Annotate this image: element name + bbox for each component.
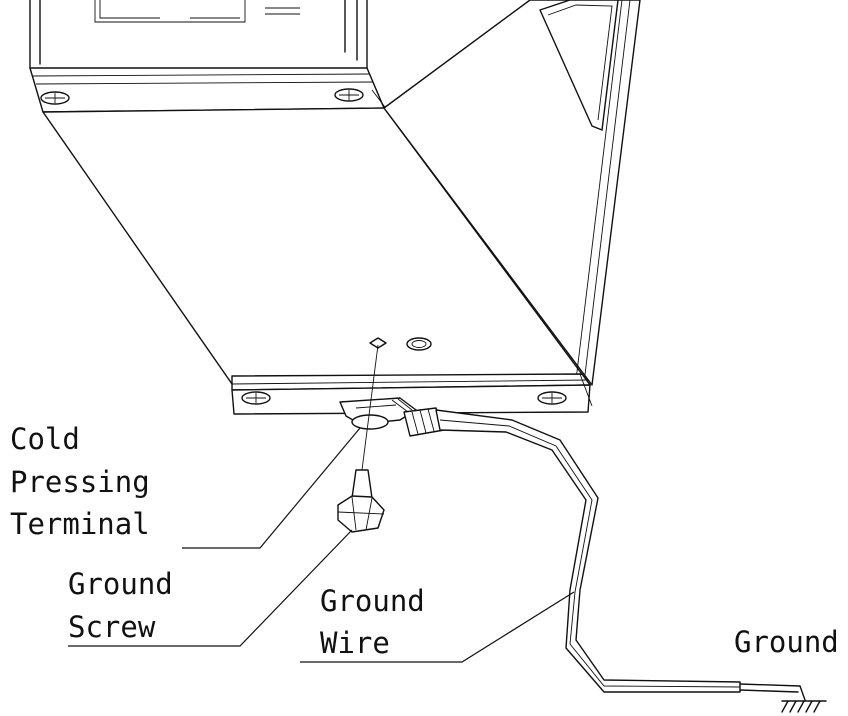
label-cold-pressing-line1: Cold [10,422,80,456]
label-ground-wire-line1: Ground [320,584,425,618]
ground-symbol-icon [781,700,827,713]
cold-pressing-terminal [339,397,445,437]
leader-lines [68,427,575,663]
ground-screw [337,344,385,533]
ground-wire [435,409,806,701]
label-ground-screw-line1: Ground [68,567,173,601]
label-ground-screw-line2: Screw [68,610,156,644]
label-cold-pressing-line3: Terminal [10,507,150,541]
device-body [29,0,641,415]
label-ground-wire-line2: Wire [320,626,390,660]
label-ground: Ground [734,625,839,659]
label-cold-pressing-line2: Pressing [10,465,150,499]
